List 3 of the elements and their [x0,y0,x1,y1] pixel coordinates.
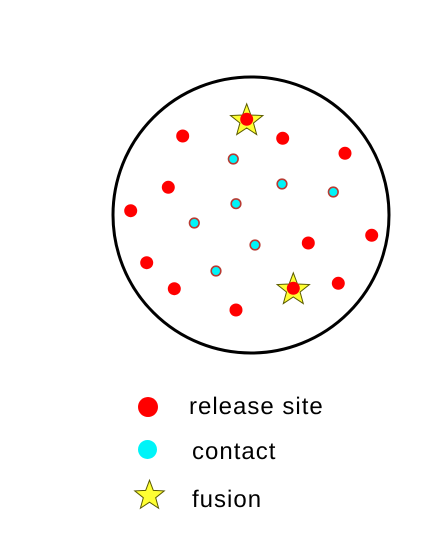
legend-label: fusion [192,488,262,512]
legend-label: contact [192,440,276,464]
legend-label: release site [189,395,324,419]
